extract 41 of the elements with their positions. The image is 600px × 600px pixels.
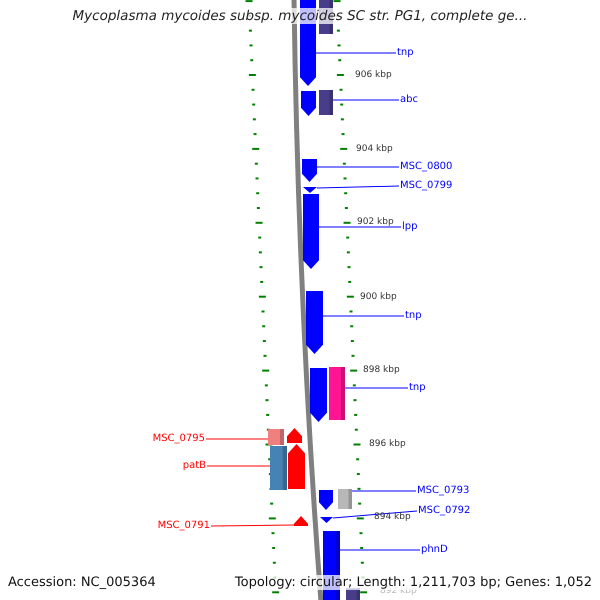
gene-block (306, 291, 323, 354)
gene-block (310, 368, 327, 422)
gene-block (320, 517, 333, 523)
gene-label: MSC_0795 (152, 433, 205, 445)
gene-block (302, 159, 317, 182)
gene-label: MSC_0799 (400, 180, 452, 192)
gene-bar (268, 429, 284, 445)
gene-label: MSC_0791 (158, 520, 210, 532)
gene-bar (338, 489, 352, 509)
leader-line (210, 524, 294, 526)
scale-label: 900 kbp (360, 292, 397, 303)
gene-bar (319, 90, 333, 115)
scale-label: 904 kbp (356, 144, 393, 155)
gene-label: lpp (402, 221, 418, 233)
gene-label: patB (182, 460, 206, 472)
gene-label: MSC_0800 (400, 161, 452, 173)
gene-block (301, 91, 316, 116)
leader-line (318, 226, 402, 228)
gene-block (319, 490, 333, 510)
leader-line (316, 166, 400, 168)
gene-bar (270, 446, 287, 490)
gene-label: phnD (421, 544, 448, 556)
gene-label: abc (400, 94, 418, 106)
leader-line (332, 510, 418, 518)
leader-line (316, 186, 400, 188)
gene-bar (329, 367, 345, 420)
scale-label: 894 kbp (374, 512, 411, 523)
leader-line (352, 490, 416, 492)
gene-label: MSC_0793 (417, 485, 470, 497)
leader-line (316, 52, 396, 54)
accession-text: Accession: NC_005364 (8, 575, 156, 590)
scale-label: 902 kbp (357, 217, 394, 228)
gene-label: tnp (405, 310, 422, 322)
scale-label: 896 kbp (369, 439, 406, 450)
gene-block (294, 516, 308, 526)
gene-label: MSC_0792 (418, 505, 470, 517)
gene-label: tnp (397, 47, 414, 59)
scale-label: 898 kbp (363, 365, 400, 376)
scale-label: 906 kbp (355, 70, 392, 81)
leader-line (206, 438, 268, 440)
gene-label: tnp (409, 382, 426, 394)
